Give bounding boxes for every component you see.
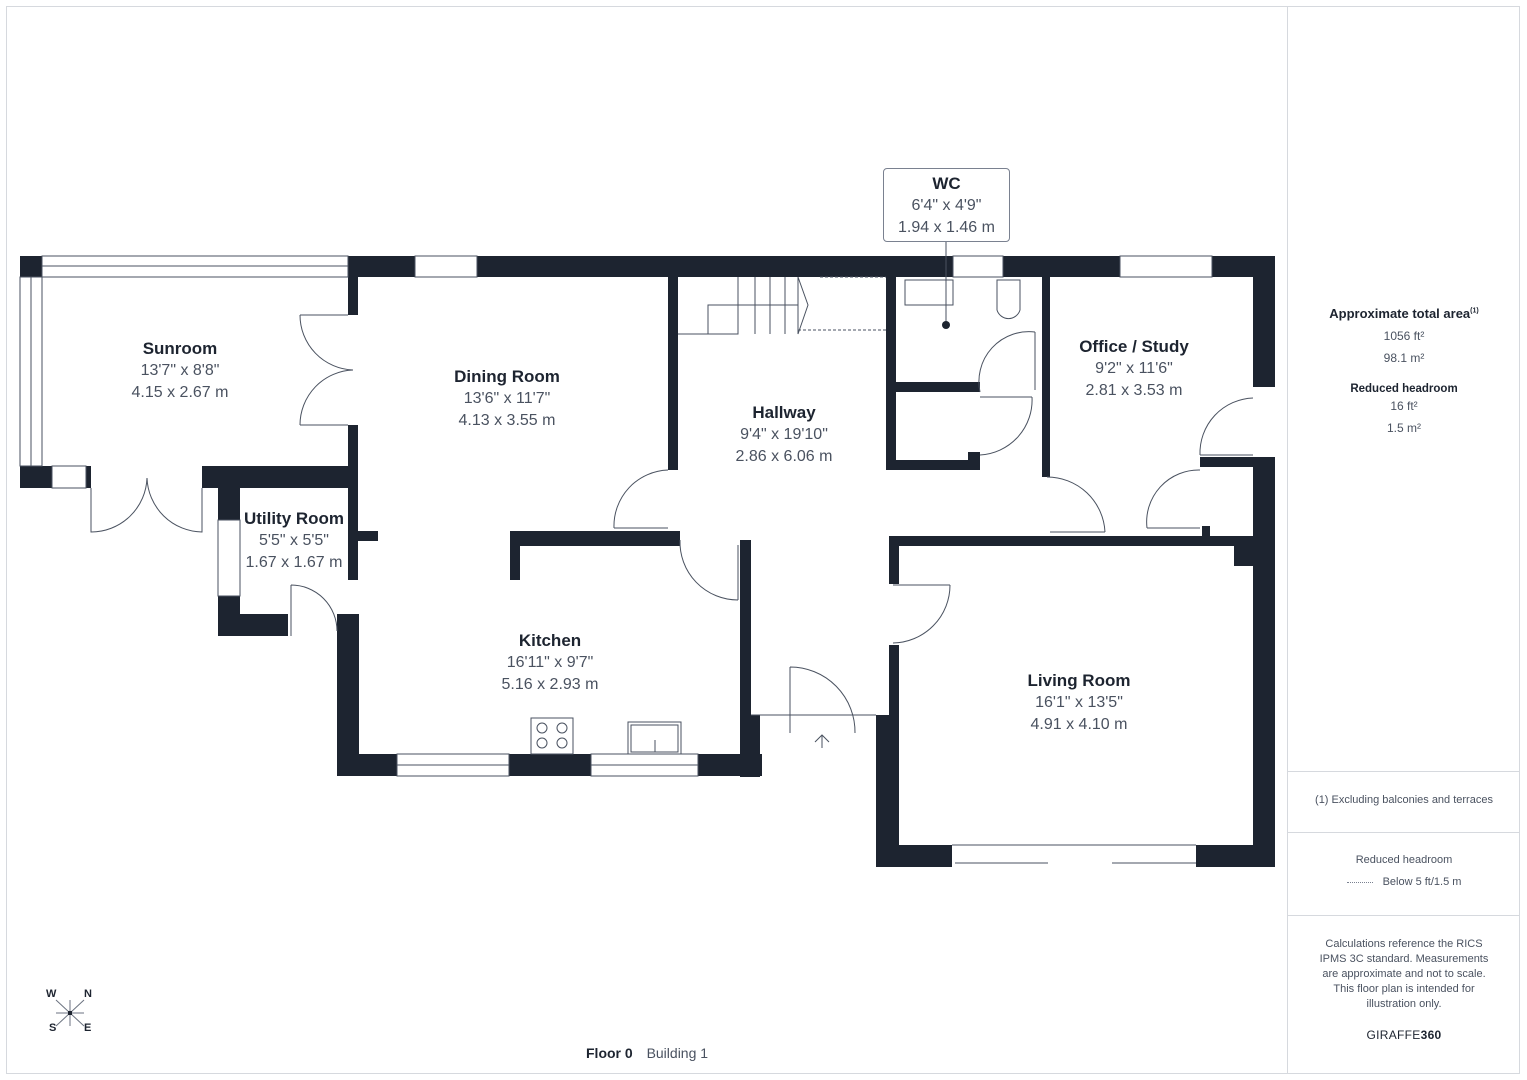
page-frame	[6, 6, 1520, 1074]
footnote-marker: (1)	[1470, 307, 1479, 315]
room-dimensions-metric: 2.81 x 3.53 m	[1085, 382, 1183, 399]
total-area-m: 98.1 m²	[1383, 351, 1425, 365]
divider	[1288, 771, 1520, 772]
room-dimensions-metric: 1.94 x 1.46 m	[898, 219, 995, 236]
room-label-living-room: Living Room 16'1" x 13'5" 4.91 x 4.10 m	[1028, 670, 1131, 736]
brand-logo: GIRAFFE360	[1288, 1028, 1520, 1042]
room-dimensions-imperial: 5'5" x 5'5"	[259, 532, 329, 549]
info-sidebar: Approximate total area(1) 1056 ft² 98.1 …	[1287, 6, 1520, 1074]
room-name: Dining Room	[454, 367, 560, 386]
footnote-text: (1) Excluding balconies and terraces	[1315, 794, 1493, 806]
room-dimensions-imperial: 9'4" x 19'10"	[740, 426, 828, 443]
room-dimensions-metric: 4.91 x 4.10 m	[1030, 716, 1128, 733]
room-label-kitchen: Kitchen 16'11" x 9'7" 5.16 x 2.93 m	[502, 630, 599, 696]
room-name: Office / Study	[1079, 337, 1189, 356]
compass-icon: W N S E	[44, 986, 100, 1036]
room-label-wc: WC 6'4" x 4'9" 1.94 x 1.46 m	[883, 168, 1010, 242]
floor-plan-drawing	[19, 242, 1275, 867]
room-name: Living Room	[1027, 671, 1131, 690]
room-dimensions-imperial: 9'2" x 11'6"	[1095, 360, 1173, 377]
room-dimensions-metric: 4.15 x 2.67 m	[131, 384, 229, 401]
reduced-headroom-title: Reduced headroom	[1350, 383, 1458, 395]
room-dimensions-imperial: 6'4" x 4'9"	[911, 197, 982, 214]
room-dimensions-imperial: 13'6" x 11'7"	[463, 390, 551, 407]
legend-item-label: Below 5 ft/1.5 m	[1382, 876, 1462, 888]
total-area-title: Approximate total area(1)	[1288, 306, 1520, 321]
floor-footer: Floor 0 Building 1	[586, 1045, 708, 1061]
room-dimensions-metric: 5.16 x 2.93 m	[501, 676, 599, 693]
legend-title: Reduced headroom	[1355, 854, 1453, 866]
room-name: Kitchen	[518, 631, 582, 650]
room-label-sunroom: Sunroom 13'7" x 8'8" 4.15 x 2.67 m	[132, 338, 229, 404]
room-name: Sunroom	[142, 339, 218, 358]
compass-west: W	[46, 988, 57, 1000]
room-name: Hallway	[752, 403, 816, 422]
brand-light: GIRAFFE	[1366, 1028, 1421, 1042]
building-label: Building 1	[646, 1045, 709, 1061]
room-dimensions-imperial: 16'11" x 9'7"	[506, 654, 594, 671]
room-dimensions-metric: 4.13 x 3.55 m	[458, 412, 556, 429]
disclaimer-text: Calculations reference the RICS IPMS 3C …	[1319, 938, 1489, 1010]
divider	[1288, 915, 1520, 916]
room-label-dining-room: Dining Room 13'6" x 11'7" 4.13 x 3.55 m	[454, 366, 560, 432]
room-dimensions-imperial: 16'1" x 13'5"	[1035, 694, 1123, 711]
legend-item: Below 5 ft/1.5 m	[1288, 876, 1520, 888]
room-name: Utility Room	[243, 509, 345, 528]
dotted-line-icon	[1346, 881, 1373, 883]
room-label-hallway: Hallway 9'4" x 19'10" 2.86 x 6.06 m	[736, 402, 833, 468]
room-dimensions-imperial: 13'7" x 8'8"	[140, 362, 220, 379]
brand-bold: 360	[1420, 1028, 1442, 1042]
room-label-office-study: Office / Study 9'2" x 11'6" 2.81 x 3.53 …	[1079, 336, 1189, 402]
reduced-headroom-ft: 16 ft²	[1390, 399, 1418, 413]
room-dimensions-metric: 1.67 x 1.67 m	[245, 554, 343, 571]
compass-north: N	[84, 988, 92, 1000]
floor-label: Floor 0	[586, 1045, 633, 1061]
room-name: WC	[932, 174, 961, 193]
total-area-section: Approximate total area(1) 1056 ft² 98.1 …	[1288, 306, 1520, 439]
compass-east: E	[84, 1022, 92, 1034]
room-label-utility-room: Utility Room 5'5" x 5'5" 1.67 x 1.67 m	[244, 508, 344, 574]
room-dimensions-metric: 2.86 x 6.06 m	[735, 448, 833, 465]
total-area-ft: 1056 ft²	[1383, 329, 1425, 343]
compass-south: S	[49, 1022, 57, 1034]
divider	[1288, 832, 1520, 833]
reduced-headroom-m: 1.5 m²	[1386, 421, 1421, 435]
total-area-title-text: Approximate total area	[1329, 306, 1471, 321]
legend-section: Reduced headroom Below 5 ft/1.5 m	[1288, 854, 1520, 888]
